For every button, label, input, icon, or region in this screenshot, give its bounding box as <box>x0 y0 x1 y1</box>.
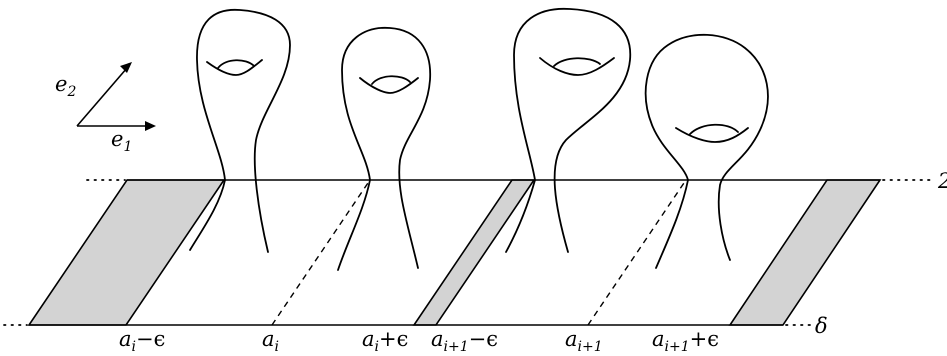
handle-surface-2 <box>337 26 432 271</box>
shaded-strip-left <box>27 179 226 326</box>
level-label-2delta: 2δ <box>937 169 947 193</box>
e1-label: e1 <box>111 127 132 155</box>
tick-label-ai-minus-eps: ai−ϵ <box>119 327 165 355</box>
dashed-line-ai <box>271 179 371 326</box>
tick-label-ai1-plus-eps: ai+1+ϵ <box>652 327 719 355</box>
tick-label-ai1-minus-eps: ai+1−ϵ <box>431 327 498 355</box>
tick-label-ai: ai <box>262 327 279 355</box>
level-label-delta: δ <box>815 314 828 338</box>
e1-arrowhead <box>145 121 156 131</box>
tick-label-ai-plus-eps: ai+ϵ <box>362 327 408 355</box>
handle-surface-3 <box>505 7 632 253</box>
e2-arrowhead <box>120 62 132 73</box>
handle-surface-4 <box>644 33 769 269</box>
e2-arrow <box>76 67 128 127</box>
handle-surface-1 <box>189 8 291 253</box>
axis-arrows <box>76 62 156 131</box>
shaded-strip-middle <box>412 179 536 326</box>
e2-label: e2 <box>55 72 76 100</box>
tick-label-ai1: ai+1 <box>565 327 603 355</box>
shaded-strip-right <box>728 179 882 326</box>
dashed-line-ai1 <box>587 179 687 326</box>
